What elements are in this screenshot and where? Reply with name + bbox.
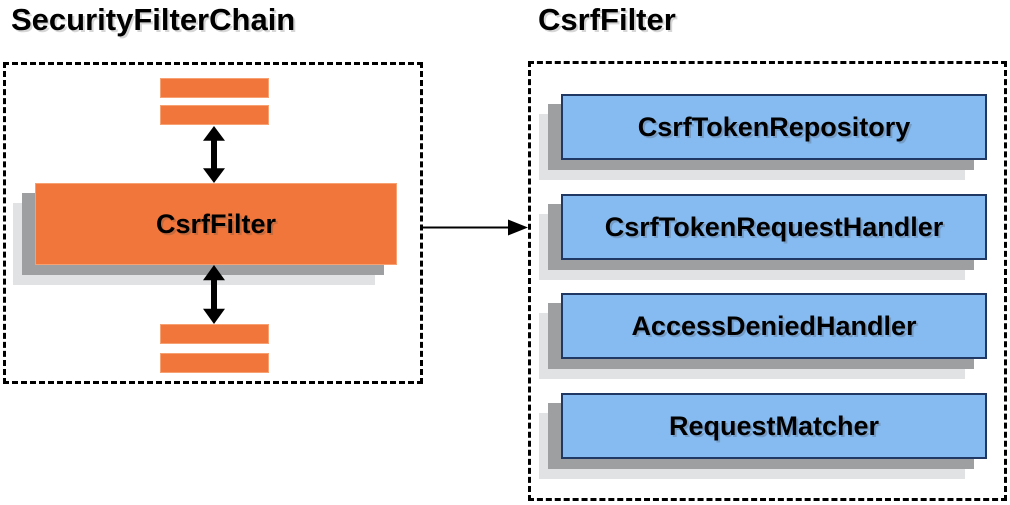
component-box-access-denied-handler: AccessDeniedHandler: [561, 293, 987, 359]
filter-chain-bar: [160, 353, 269, 373]
csrf-filter-box: CsrfFilter: [35, 183, 397, 265]
bidirectional-arrow-icon: [202, 126, 226, 183]
csrf-filter-title: CsrfFilter: [538, 2, 676, 37]
filter-chain-bar: [160, 78, 269, 98]
filter-chain-bar: [160, 105, 269, 125]
security-filter-chain-title: SecurityFilterChain: [11, 2, 296, 37]
csrf-filter-panel: CsrfTokenRepository CsrfTokenRequestHand…: [528, 61, 1007, 501]
filter-chain-bar: [160, 324, 269, 344]
security-filter-chain-panel: CsrfFilter: [3, 62, 423, 384]
bidirectional-arrow-icon: [202, 265, 226, 324]
component-box-csrf-token-repository: CsrfTokenRepository: [561, 94, 987, 160]
flow-arrow-icon: [423, 219, 528, 236]
component-box-csrf-token-request-handler: CsrfTokenRequestHandler: [561, 194, 987, 260]
component-box-request-matcher: RequestMatcher: [561, 393, 987, 459]
